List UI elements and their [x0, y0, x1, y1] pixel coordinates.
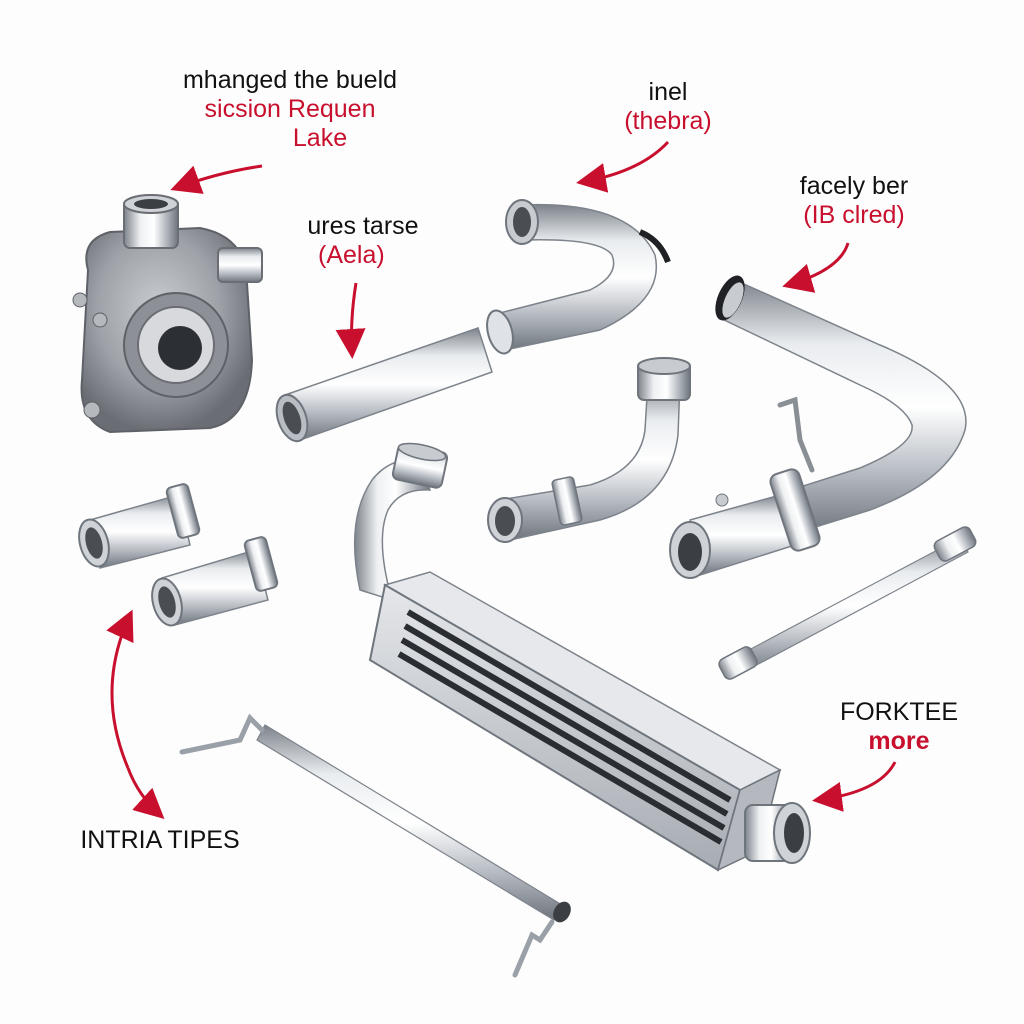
intercooler-inlet-pipe: [353, 442, 449, 602]
label-pipe-bend-line1: inel: [648, 78, 688, 106]
arrow-straight-pipe: [335, 282, 366, 359]
label-turbo-line3: Lake: [292, 123, 348, 152]
arrow-small-pipes-up: [106, 609, 134, 769]
label-small-pipes-line1: INTRIA TIPES: [80, 826, 240, 854]
arrow-small-pipes-down: [126, 767, 165, 820]
long-thin-pipe: [179, 713, 571, 978]
coupler-1: [78, 483, 201, 569]
label-intercooler-outlet: FORKTEE more: [824, 698, 974, 756]
arrow-turbo: [170, 164, 263, 194]
coupler-2: [151, 536, 279, 627]
label-straight-pipe: ures tarse (Aela): [288, 212, 438, 270]
u-bend-pipe: [486, 199, 671, 355]
right-bend-pipe: [669, 275, 967, 579]
label-turbo-line1: mhanged the bueld: [182, 66, 398, 94]
label-right-pipe: facely ber (IB clred): [774, 172, 934, 230]
intercooler-core-fins: [397, 609, 732, 845]
label-intercooler-outlet-line2: more: [868, 726, 930, 755]
label-intercooler-outlet-line1: FORKTEE: [839, 698, 959, 726]
label-small-pipes: INTRIA TIPES: [70, 826, 250, 855]
label-straight-pipe-line1: ures tarse: [307, 212, 419, 240]
annotation-arrows: [106, 140, 897, 820]
label-turbo: mhanged the bueld sicsion Requen Lake: [150, 66, 430, 152]
arrow-right-pipe: [782, 242, 850, 293]
small-s-pipe: [487, 357, 691, 543]
label-pipe-bend: inel (thebra): [598, 78, 738, 136]
label-right-pipe-line1: facely ber: [799, 172, 909, 200]
label-right-pipe-line2: (IB clred): [803, 200, 905, 229]
arrow-intercooler-outlet: [812, 761, 897, 812]
thin-rod-right: [718, 526, 977, 680]
label-pipe-bend-line2: (thebra): [624, 106, 712, 135]
label-turbo-line2: sicsion Requen: [204, 94, 376, 123]
intercooler: [368, 571, 811, 872]
arrow-pipe-bend: [576, 140, 670, 193]
label-straight-pipe-line2: (Aela): [318, 240, 385, 269]
straight-pipe: [275, 327, 493, 443]
turbocharger: [72, 194, 263, 434]
